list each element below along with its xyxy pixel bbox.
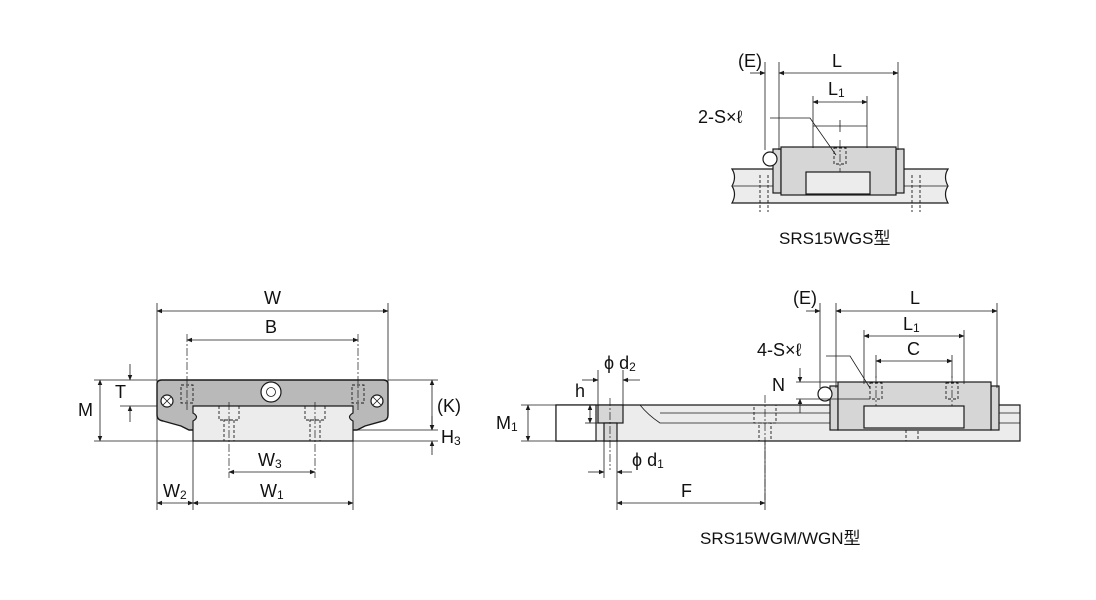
front-H3-main: H xyxy=(441,427,454,447)
top-caption: SRS15WGS型 xyxy=(779,229,890,248)
side-d2-main: ϕ d xyxy=(604,353,629,373)
front-W3-label: W3 xyxy=(258,450,282,471)
top-L1-main: L xyxy=(828,79,838,99)
side-caption: SRS15WGM/WGN型 xyxy=(700,529,861,548)
side-M1-sub: 1 xyxy=(511,420,518,434)
top-view-drawing xyxy=(730,62,950,212)
top-holes-label: 2-S×ℓ xyxy=(698,107,743,127)
front-W2-sub: 2 xyxy=(180,488,187,502)
front-H3-sub: 3 xyxy=(454,434,461,448)
front-W3-sub: 3 xyxy=(275,457,282,471)
front-W2-label: W2 xyxy=(163,481,187,502)
side-L1-sub: 1 xyxy=(913,321,920,335)
side-holes-label: 4-S×ℓ xyxy=(757,340,802,360)
side-F-label: F xyxy=(681,481,692,501)
front-W1-main: W xyxy=(260,481,277,501)
front-W1-sub: 1 xyxy=(277,488,284,502)
side-d2-sub: 2 xyxy=(629,360,636,374)
side-M1-label: M1 xyxy=(496,413,518,434)
side-M1-main: M xyxy=(496,413,511,433)
side-h-label: h xyxy=(575,381,585,401)
side-view-drawing xyxy=(521,303,1021,510)
front-W-label: W xyxy=(264,288,281,308)
front-B-label: B xyxy=(265,317,277,337)
front-T-label: T xyxy=(115,382,126,402)
side-L1-main: L xyxy=(903,314,913,334)
side-L-label: L xyxy=(910,288,920,308)
front-view-drawing xyxy=(94,303,438,510)
top-L1-sub: 1 xyxy=(838,86,845,100)
side-E-label: (E) xyxy=(793,288,817,308)
front-W1-label: W1 xyxy=(260,481,284,502)
top-E-label: (E) xyxy=(738,51,762,71)
front-W2-main: W xyxy=(163,481,180,501)
top-L-label: L xyxy=(832,51,842,71)
top-L1-label: L1 xyxy=(828,79,845,100)
front-W3-main: W xyxy=(258,450,275,470)
side-d1-label: ϕ d1 xyxy=(632,450,664,471)
side-L1-label: L1 xyxy=(903,314,920,335)
front-H3-label: H3 xyxy=(441,427,461,448)
side-d2-label: ϕ d2 xyxy=(604,353,636,374)
side-N-label: N xyxy=(772,375,785,395)
front-K-label: (K) xyxy=(437,396,461,416)
side-d1-sub: 1 xyxy=(657,457,664,471)
front-M-label: M xyxy=(78,400,93,420)
side-C-label: C xyxy=(907,339,920,359)
side-d1-main: ϕ d xyxy=(632,450,657,470)
